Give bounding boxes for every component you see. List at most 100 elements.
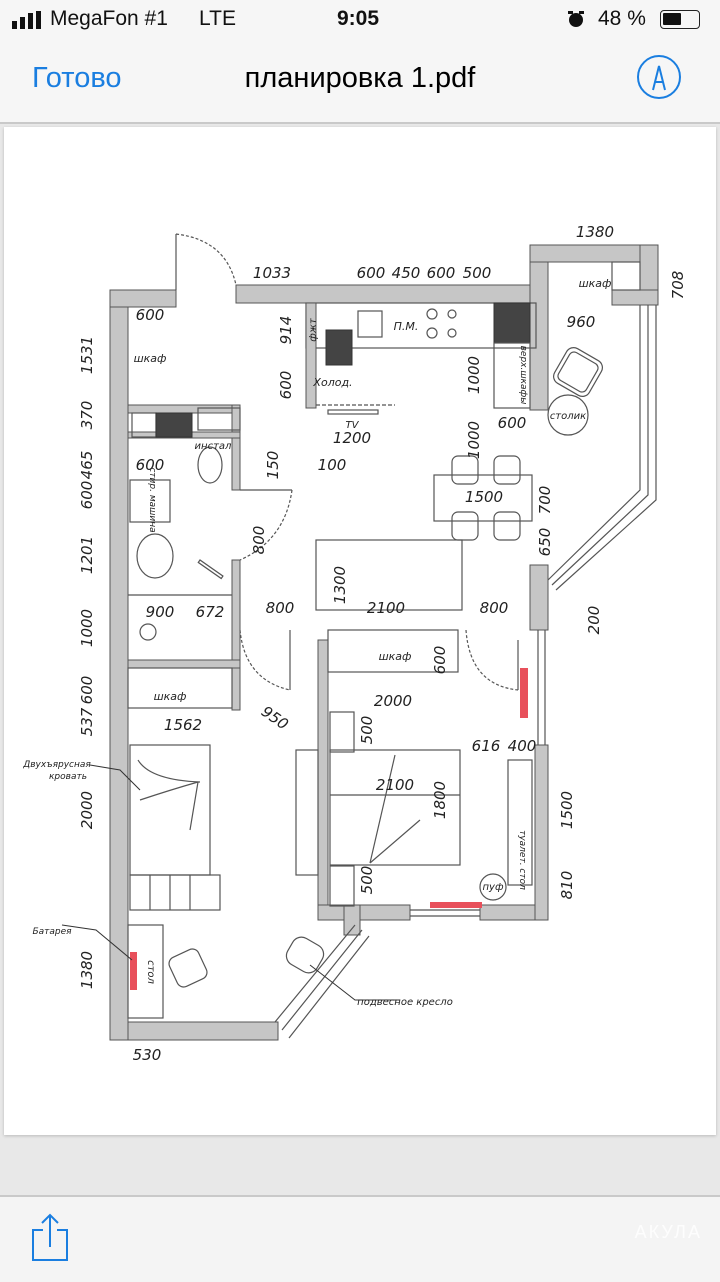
dimension-label: 450 [392,264,421,282]
navigation-bar: Готово планировка 1.pdf [0,40,720,124]
label-hanging-chair: подвесное кресло [357,997,453,1008]
label-wardrobe-kitchen: шкаф [579,277,612,290]
network-type: LTE [199,7,236,30]
dimension-label: 1000 [465,421,483,459]
dimension-label: 500 [463,264,492,282]
dimension-label: 600 [431,646,449,675]
label-installation: инстал [195,441,232,452]
label-oven: фжт [308,317,319,342]
wardrobe [327,629,459,673]
dimension-label: 1300 [331,566,349,604]
dimension-label: 1200 [333,429,371,447]
label-wardrobe-entry: шкаф [134,352,167,365]
dimension-label: 530 [133,1046,162,1064]
dimension-label: 800 [250,526,268,555]
installation-box [197,407,241,431]
label-desk: стол [145,960,156,984]
dimension-label: 800 [266,599,295,617]
dimension-label: 914 [277,316,295,345]
dimension-label: 672 [196,603,225,621]
tv-cabinet [295,749,319,876]
dimension-label: 500 [358,866,376,895]
dimension-label: 1000 [78,609,96,647]
toilet-icon [197,446,223,484]
dimension-label: 150 [264,451,282,480]
share-icon [32,1213,68,1261]
markup-button[interactable] [637,55,681,99]
dimension-label: 370 [78,401,96,430]
dimension-label: 700 [536,486,554,515]
dimension-label: 1201 [78,536,96,574]
signal-icon [12,11,41,29]
label-radiator: Батарея [32,927,72,937]
kids-room-furniture [61,667,400,1019]
dimension-label: 600 [277,371,295,400]
dimension-label: 500 [358,716,376,745]
bedroom-furniture [295,539,533,908]
dimension-label: 800 [480,599,509,617]
alarm-icon [568,11,584,27]
dimension-label: 600 [498,414,527,432]
washing-machine [129,479,171,523]
dimension-label: 600 [427,264,456,282]
label-washer: стир. машина [147,467,157,532]
dimension-label: 2100 [367,599,405,617]
radiator [130,952,137,990]
sink-icon [136,533,174,579]
label-bunk-bed-2: кровать [49,772,87,782]
battery-icon [660,10,700,29]
label-upper-cabinets: верх.шкафы [518,346,528,405]
bottom-toolbar: АКУЛА [0,1195,720,1282]
label-wardrobe-bedroom: шкаф [379,650,412,663]
dimension-label: 600 [78,481,96,510]
done-button[interactable]: Готово [32,62,122,94]
dimension-label: 1000 [465,356,483,394]
battery-percent: 48 % [598,7,646,30]
dimension-label: 600 [78,676,96,705]
label-vanity: туалет. стол [517,830,527,890]
dimension-label: 400 [508,737,537,755]
dimension-label: 2100 [376,776,414,794]
windows [274,305,657,1039]
label-wardrobe-kids: шкаф [154,690,187,703]
dimension-label: 200 [585,606,603,635]
hanging-chair [285,936,325,974]
dimension-label: 2000 [374,692,412,710]
sink-icon [357,310,383,338]
document-title: планировка 1.pdf [244,62,476,94]
dimension-label: 100 [318,456,347,474]
dimension-label: 2000 [78,791,96,829]
dimension-label: 1033 [253,264,291,282]
dining-chairs [451,455,521,541]
pouf [479,873,507,901]
dimension-label: 465 [78,451,96,480]
dimension-label: 960 [567,313,596,331]
dining-table [433,474,533,522]
coffee-table [547,394,589,436]
doors [175,233,519,691]
sofa [315,539,463,611]
markup-pen-icon [652,65,666,91]
label-pouf: пуф [482,882,503,893]
tall-cabinet [493,302,531,344]
carrier-name: MegaFon #1 [50,7,168,30]
dimension-label: 1380 [576,223,614,241]
clock: 9:05 [337,7,380,30]
dimension-label: 810 [558,871,576,900]
battery-fill [663,13,682,25]
dimension-label: 650 [536,528,554,557]
share-button[interactable] [30,1212,70,1262]
label-fridge: Холод. [312,376,352,389]
desk-chair [168,948,208,988]
dimension-label: 600 [136,306,165,324]
stairs [129,874,221,911]
dimension-label: 1500 [558,791,576,829]
radiator [430,902,482,908]
bathroom-fixtures [128,407,241,641]
dimension-label: 1531 [78,336,96,374]
status-bar: MegaFon #1 LTE 9:05 48 % [0,0,720,40]
dimension-label: 1562 [164,716,202,734]
